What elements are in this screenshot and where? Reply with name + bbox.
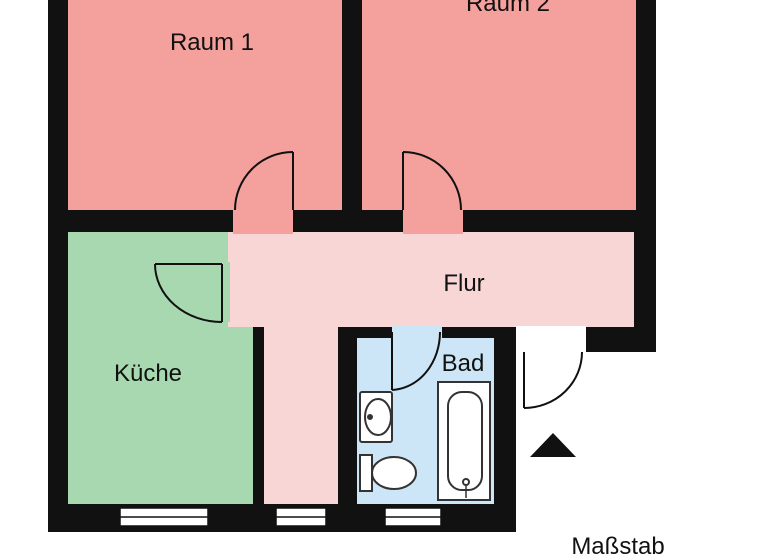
north-arrow-icon [530,433,576,457]
door-opening-raum-2 [403,200,463,234]
toilet-icon [359,454,417,492]
window-icon [119,507,442,527]
entrance-door [516,326,586,409]
room-label-flur: Flur [443,270,484,297]
door-swing-icon [154,151,462,391]
washbasin-icon [359,391,393,443]
room-raum-2 [362,0,636,210]
room-label-bad: Bad [442,350,485,377]
door-opening-raum-1 [233,200,293,234]
room-raum-1 [68,0,342,210]
scale-label: Maßstab [571,533,664,560]
room-flur [228,232,634,504]
room-label-raum-1: Raum 1 [170,29,254,56]
room-label-kueche: Küche [114,360,182,387]
door-opening-bad [392,326,442,340]
room-label-raum-2: Raum 2 [466,0,550,17]
bathtub-icon [437,381,491,501]
